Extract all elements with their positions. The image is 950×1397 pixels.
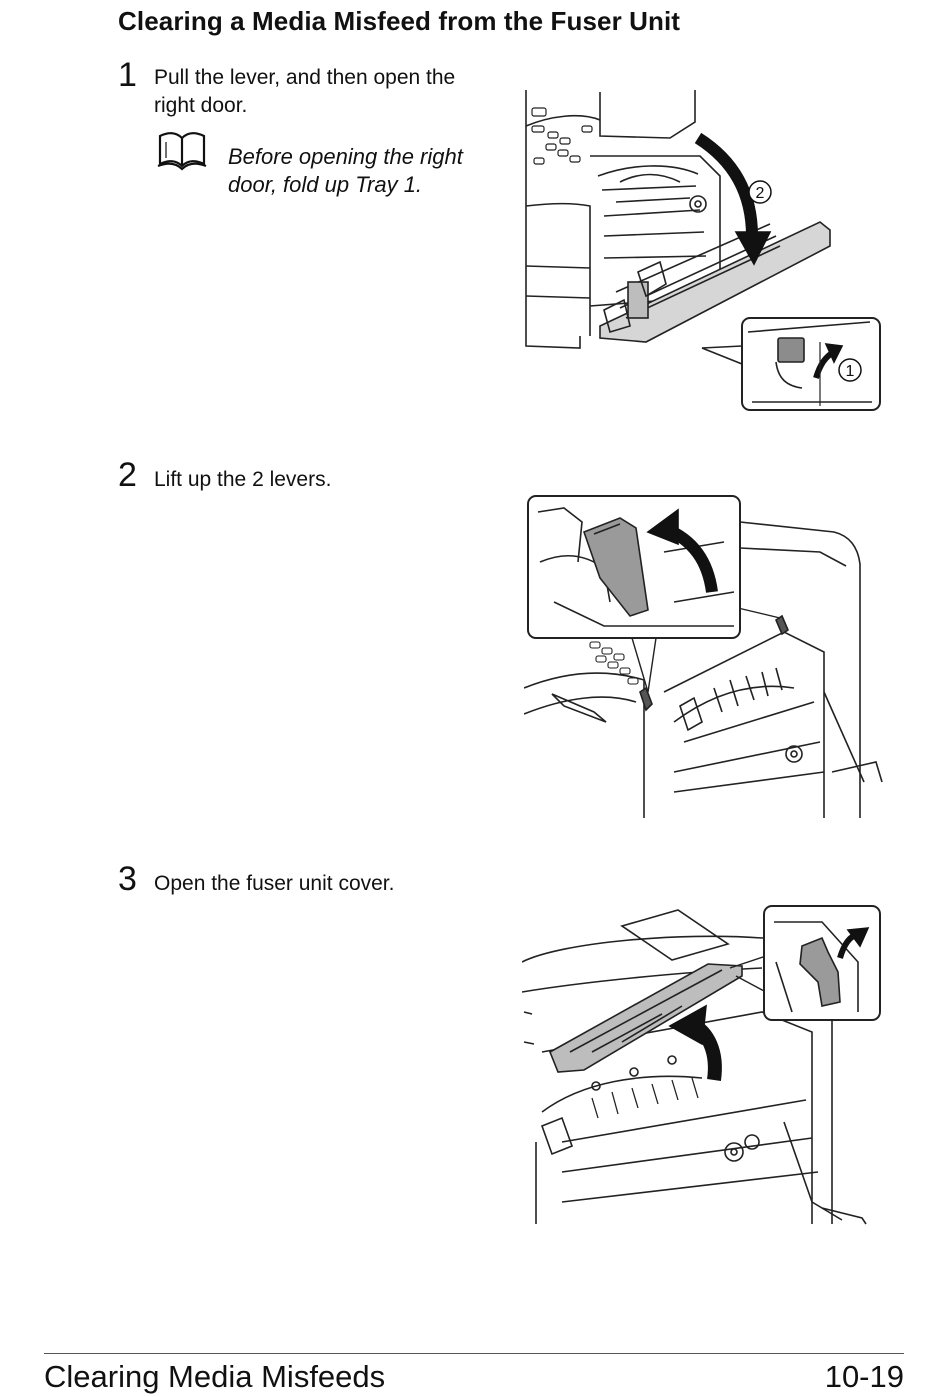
step-text-2: Lift up the 2 levers.	[154, 468, 332, 491]
step-number-3: 3	[118, 860, 137, 898]
callout-2: 2	[756, 185, 765, 202]
book-icon	[156, 132, 208, 177]
illustration-open-right-door: 2 1	[520, 86, 884, 414]
step-text-3: Open the fuser unit cover.	[154, 872, 395, 895]
note-text-line1: Before opening the right	[228, 144, 463, 169]
page-title: Clearing a Media Misfeed from the Fuser …	[118, 6, 681, 36]
step-number-1: 1	[118, 56, 137, 94]
footer-divider	[44, 1353, 904, 1354]
illustration-lift-levers	[524, 492, 886, 822]
step-text-1: Pull the lever, and then open the right …	[154, 64, 455, 120]
note-text: Before opening the right door, fold up T…	[228, 143, 463, 199]
footer-page-number: 10-19	[824, 1359, 904, 1394]
step-number-2: 2	[118, 456, 137, 494]
footer-section-title: Clearing Media Misfeeds	[44, 1359, 386, 1394]
callout-1: 1	[846, 363, 855, 380]
step-text-1-line1: Pull the lever, and then open the	[154, 66, 456, 89]
note-text-line2: door, fold up Tray 1.	[228, 172, 423, 197]
illustration-open-fuser-cover	[522, 902, 884, 1228]
step-text-1-line2: right door.	[154, 94, 248, 117]
